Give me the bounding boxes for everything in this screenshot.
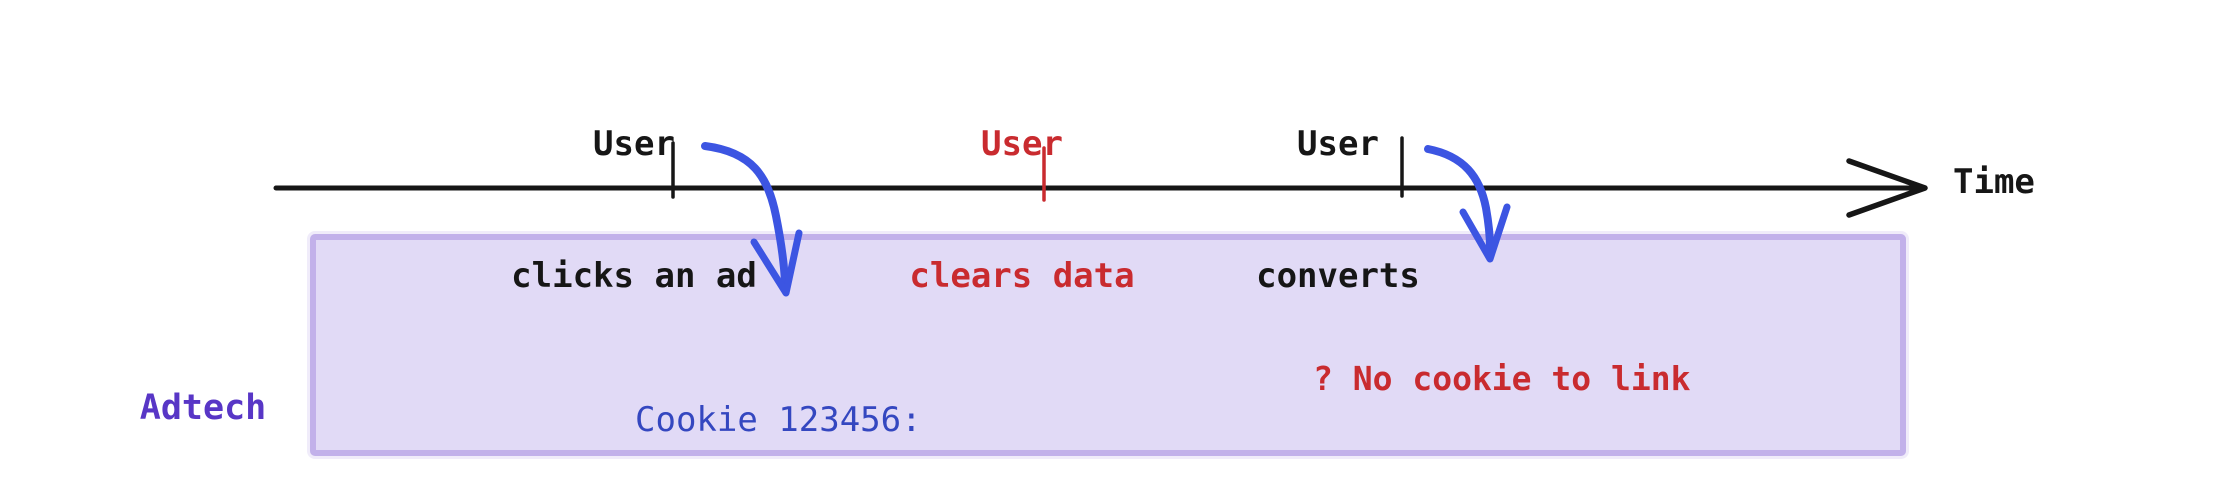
adtech-server-label-line: Adtech (139, 388, 267, 428)
cookie-logged-note: Cookie 123456: Ad clicked (635, 305, 922, 498)
event-label-user-clears-data: User clears data (909, 34, 1134, 386)
time-axis-label: Time (1953, 162, 2035, 202)
event-label-line: clicks an ad (511, 256, 757, 296)
cookie-note-line: Cookie 123456: (635, 400, 922, 440)
no-conversion-note: ? No cookie to link this conversion to ⇒… (1313, 266, 1691, 498)
event-label-user-converts: User converts (1256, 34, 1420, 386)
event-label-line: clears data (909, 256, 1135, 296)
event-label-line: User (593, 124, 675, 164)
adtech-server-label: Adtech server (140, 293, 266, 498)
event-label-line: User (981, 124, 1063, 164)
adtech-server-box (310, 234, 1906, 456)
event-label-line: converts (1256, 256, 1420, 296)
no-conversion-line: ? No cookie to link (1313, 359, 1691, 398)
no-conversion-line: this conversion to (1313, 491, 1691, 498)
event-label-line: User (1297, 124, 1379, 164)
timeline-arrowhead-icon (1846, 158, 1928, 218)
